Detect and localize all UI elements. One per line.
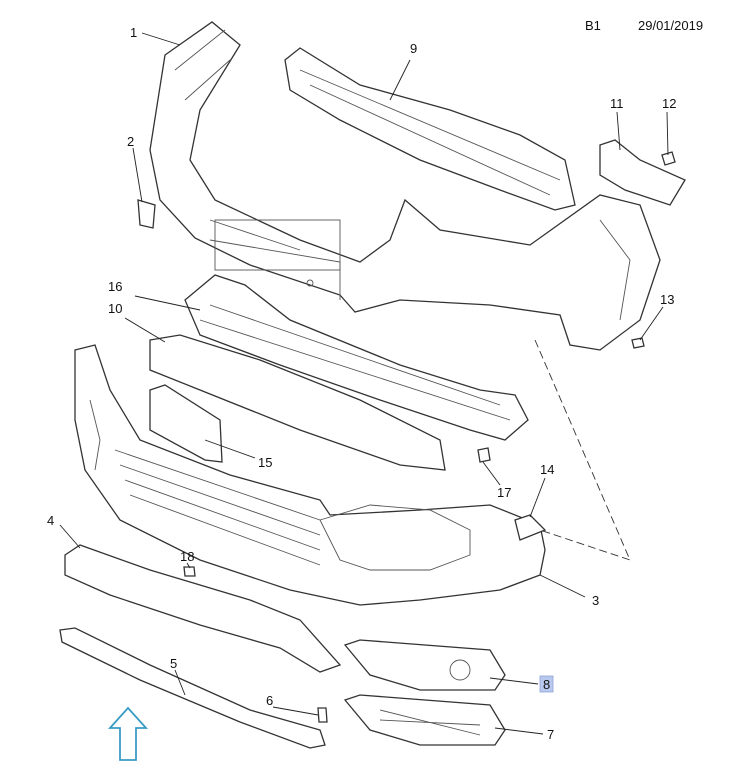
front-bumper-fascia — [74, 344, 546, 606]
callout-11: 11 — [610, 96, 624, 111]
fog-lamp-bezel-8 — [343, 639, 506, 691]
callout-8[interactable]: 8 — [543, 677, 550, 692]
upper-reinforcement — [284, 47, 576, 211]
callout-10: 10 — [108, 301, 122, 316]
callout-1: 1 — [130, 25, 137, 40]
leader-lines — [59, 32, 669, 735]
callout-9: 9 — [410, 41, 417, 56]
callout-5: 5 — [170, 656, 177, 671]
bracket-2 — [137, 199, 156, 229]
clip-17 — [477, 447, 491, 463]
callout-13: 13 — [660, 292, 674, 307]
clip-18 — [183, 566, 196, 577]
callout-15: 15 — [258, 455, 272, 470]
bracket-14 — [514, 514, 547, 541]
front-direction-arrow-icon — [107, 706, 149, 761]
callout-7: 7 — [547, 727, 554, 742]
callout-16: 16 — [108, 279, 122, 294]
lower-skid-plate — [64, 544, 342, 673]
energy-absorber — [184, 274, 529, 441]
callout-17: 17 — [497, 485, 511, 500]
screw-6 — [317, 707, 328, 723]
diagram-date: 29/01/2019 — [638, 18, 704, 33]
bracket-11 — [599, 139, 686, 206]
fog-lamp-grille-7 — [343, 694, 506, 746]
callout-6: 6 — [266, 693, 273, 708]
callout-3: 3 — [592, 593, 599, 608]
callout-12: 12 — [662, 96, 676, 111]
lower-grille-strip — [59, 627, 326, 749]
callout-4: 4 — [47, 513, 54, 528]
callout-18: 18 — [180, 549, 194, 564]
callout-2: 2 — [127, 134, 134, 149]
license-bracket-15 — [149, 384, 223, 463]
screw-13 — [631, 337, 645, 349]
lower-support-10 — [149, 334, 446, 471]
clip-12 — [661, 151, 676, 166]
callout-8-highlight — [539, 675, 554, 693]
sheet-id: B1 — [585, 18, 601, 33]
upper-bumper-cover — [149, 21, 661, 351]
callout-14: 14 — [540, 462, 554, 477]
